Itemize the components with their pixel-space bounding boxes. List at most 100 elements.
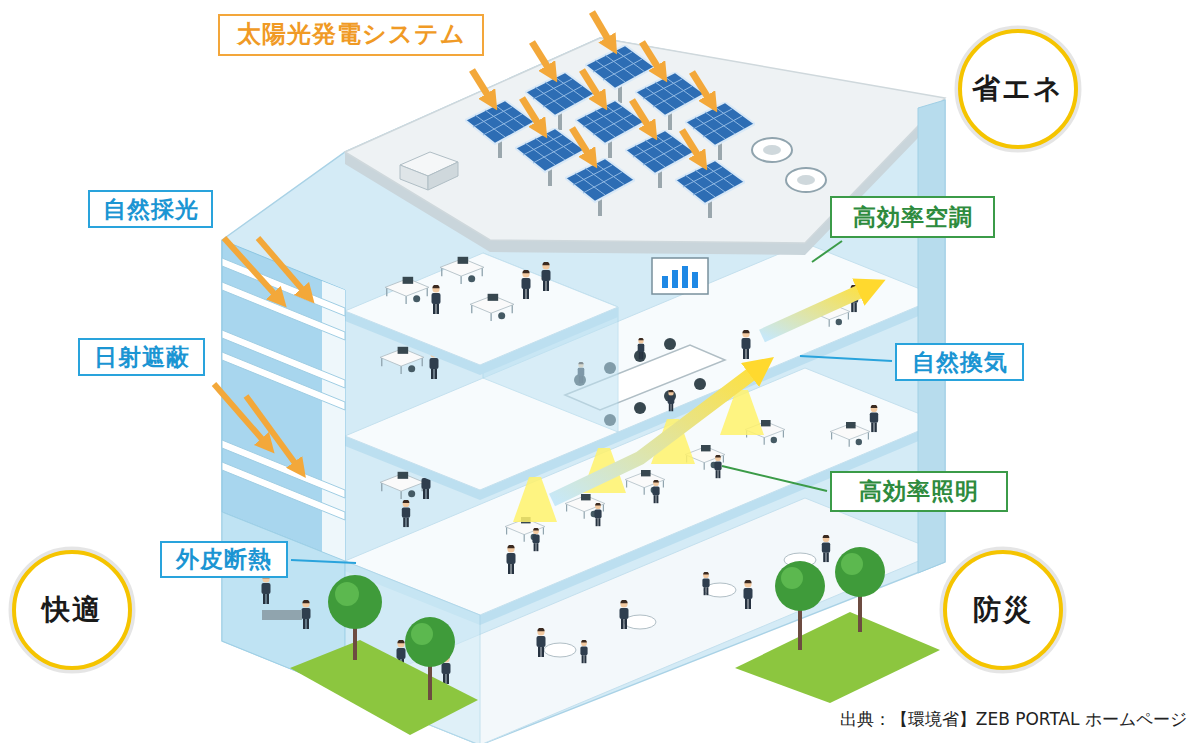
label-text: 防災 (973, 594, 1033, 626)
sun-ray-arrow (572, 128, 592, 160)
tree (781, 567, 803, 589)
label-text: 外皮断熱 (176, 546, 272, 572)
rooftop-equipment (752, 138, 792, 162)
leader-line (800, 356, 892, 361)
benefit-circle: 防災 (941, 548, 1065, 672)
top-office (385, 257, 551, 321)
sun-ray-arrow (582, 70, 602, 102)
circle-shadow (942, 549, 1064, 671)
tree (798, 605, 802, 650)
top-office (522, 270, 531, 299)
rooftop-equipment (786, 168, 826, 192)
lobby-glass (262, 575, 271, 604)
leader-line (291, 560, 356, 563)
top-office (470, 294, 514, 321)
rooftop-equipment (763, 145, 781, 155)
feature-label: 外皮断熱 (160, 541, 288, 578)
circle-ring (945, 552, 1061, 668)
daylight-arrow (214, 238, 308, 470)
label-text: 省エネ (972, 73, 1064, 105)
classroom-floor (830, 422, 870, 447)
feature-label: 高効率空調 (830, 196, 995, 238)
tree (841, 553, 863, 575)
classroom-floor (870, 405, 878, 432)
daylight-arrow (258, 238, 308, 296)
classroom-floor (652, 480, 659, 504)
label-text: 高効率照明 (859, 478, 979, 504)
conference-room (742, 330, 751, 359)
ground-floor (822, 535, 830, 562)
ventilation-arrow (552, 366, 762, 500)
conference-room (682, 266, 688, 288)
feature-label: 太陽光発電システム (218, 14, 484, 56)
circle-ring (960, 31, 1076, 147)
classroom-floor (594, 503, 601, 527)
top-office (440, 257, 484, 284)
classroom-floor (402, 500, 410, 527)
ground-floor (537, 628, 546, 657)
rooftop-equipment (428, 162, 458, 190)
label-text: 日射遮蔽 (94, 344, 190, 370)
daylight-arrow (246, 396, 300, 470)
tree (411, 623, 433, 645)
rooftop-equipment (797, 175, 815, 185)
daylight-arrow (224, 238, 280, 300)
ground-floor (744, 580, 753, 609)
ground-floor (624, 615, 656, 629)
conference-room (664, 338, 676, 350)
leader-line (812, 241, 842, 262)
circle-shadow (11, 549, 133, 671)
lobby-glass (302, 600, 311, 629)
floor-slab (345, 253, 618, 375)
label-text: 快適 (42, 594, 102, 626)
ground-floor (620, 600, 629, 629)
sun-ray-arrow (682, 130, 702, 162)
conference-room (672, 270, 678, 288)
label-text: 自然採光 (103, 196, 199, 222)
solar-panel (675, 160, 745, 218)
sun-ray-arrow (472, 12, 712, 162)
conference-room (694, 378, 706, 390)
tree (835, 547, 885, 597)
sun-ray-arrow (532, 42, 552, 74)
circle-ring (14, 552, 130, 668)
sun-ray-arrow (642, 42, 662, 74)
benefit-circle: 省エネ (956, 27, 1080, 151)
ground-floor (544, 643, 576, 657)
facade-glass (222, 240, 345, 561)
sun-ray-arrow (692, 72, 712, 104)
ventilation-arrow (552, 286, 872, 500)
conference-room (380, 347, 424, 374)
top-office (542, 262, 551, 291)
lobby-glass (262, 610, 302, 620)
building-silhouette (222, 38, 945, 743)
facade-louver (222, 352, 345, 410)
solar-panel (565, 158, 635, 216)
conference-room (652, 258, 708, 294)
benefit-circle: 快適 (10, 548, 134, 672)
classroom-floor (380, 472, 424, 499)
conference-room (692, 272, 698, 288)
conference-room (662, 276, 668, 288)
rooftop-equipment (400, 165, 428, 190)
facade-glass (222, 240, 345, 561)
conference-room (638, 338, 645, 360)
light-cone (513, 477, 557, 522)
floor-slab (345, 253, 618, 365)
facade-louver (222, 282, 345, 340)
floor-slab (345, 243, 940, 500)
solar-panel (465, 45, 755, 218)
feature-label: 自然換気 (895, 343, 1024, 381)
classroom-floor (507, 545, 516, 574)
top-office (385, 277, 429, 304)
leader-line (291, 241, 892, 563)
feature-label: 自然採光 (88, 190, 213, 228)
ventilation-arrow (762, 286, 872, 336)
source-caption: 出典：【環境省】ZEB PORTAL ホームページ (837, 707, 1190, 732)
top-office (432, 285, 441, 314)
ground-floor (580, 640, 587, 664)
tree (328, 547, 885, 700)
label-text: 自然換気 (912, 349, 1008, 375)
